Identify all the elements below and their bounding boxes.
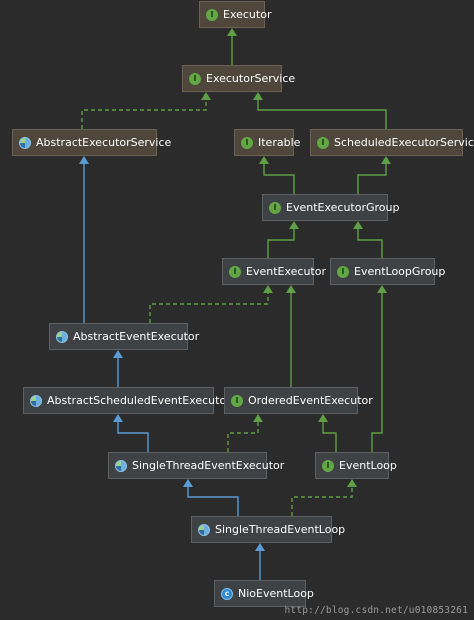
node-label: EventExecutorGroup xyxy=(286,201,400,214)
abstract-class-icon xyxy=(30,394,42,407)
node-executor[interactable]: I Executor xyxy=(199,1,271,28)
interface-icon: I xyxy=(189,72,201,85)
edge-single_thread_event_loop-to-event_loop xyxy=(291,486,353,516)
arrowhead-event_loop-to-event_loop_group xyxy=(377,285,387,293)
node-single-thread-event-loop[interactable]: SingleThreadEventLoop xyxy=(191,516,345,543)
interface-icon: I xyxy=(206,8,218,21)
node-single-thread-event-executor[interactable]: SingleThreadEventExecutor xyxy=(108,452,284,479)
arrowhead-executor_service-to-executor xyxy=(227,28,237,36)
node-event-loop-group[interactable]: I EventLoopGroup xyxy=(330,258,445,285)
node-abstract-scheduled-event-executor[interactable]: AbstractScheduledEventExecutor xyxy=(23,387,231,414)
node-nio-event-loop[interactable]: c NioEventLoop xyxy=(214,580,314,607)
arrowhead-single_thread_event_loop-to-event_loop xyxy=(347,479,357,487)
node-ordered-event-executor[interactable]: I OrderedEventExecutor xyxy=(224,387,373,414)
interface-icon: I xyxy=(322,459,334,472)
node-event-loop[interactable]: I EventLoop xyxy=(315,452,397,479)
edge-event_loop_group-to-event_executor_group xyxy=(357,228,383,258)
interface-icon: I xyxy=(269,201,281,214)
class-icon: c xyxy=(221,587,233,600)
abstract-class-icon xyxy=(115,459,127,472)
edge-event_loop-to-event_loop_group xyxy=(371,292,383,452)
node-label: EventLoop xyxy=(339,459,397,472)
arrowhead-single_thread_event_executor-to-abstract_scheduled_event_executor xyxy=(113,414,123,422)
node-label: Iterable xyxy=(258,136,301,149)
node-label: AbstractEventExecutor xyxy=(73,330,200,343)
arrowhead-single_thread_event_executor-to-ordered_event_executor xyxy=(253,414,263,422)
arrowhead-event_loop-to-ordered_event_executor xyxy=(318,414,328,422)
arrowhead-abstract_executor_service-to-executor_service xyxy=(201,92,211,100)
node-label: SingleThreadEventLoop xyxy=(215,523,346,536)
interface-icon: I xyxy=(337,265,349,278)
edge-abstract_executor_service-to-executor_service xyxy=(81,99,207,129)
node-label: NioEventLoop xyxy=(238,587,314,600)
arrowhead-event_executor_group-to-iterable xyxy=(259,156,269,164)
interface-icon: I xyxy=(229,265,241,278)
edge-single_thread_event_executor-to-ordered_event_executor xyxy=(227,421,259,452)
arrowhead-abstract_event_executor-to-event_executor xyxy=(263,285,273,293)
node-label: EventLoopGroup xyxy=(354,265,446,278)
node-label: AbstractScheduledEventExecutor xyxy=(47,394,231,407)
arrowhead-scheduled_executor_service-to-executor_service xyxy=(253,92,263,100)
arrowhead-abstract_event_executor-to-abstract_executor_service xyxy=(79,156,89,164)
edge-event_executor_group-to-iterable xyxy=(263,163,295,194)
node-scheduled-executor-service[interactable]: I ScheduledExecutorService xyxy=(310,129,474,156)
interface-icon: I xyxy=(317,136,329,149)
edge-single_thread_event_executor-to-abstract_scheduled_event_executor xyxy=(117,421,149,452)
arrowhead-event_executor-to-event_executor_group xyxy=(289,221,299,229)
node-abstract-executor-service[interactable]: AbstractExecutorService xyxy=(12,129,171,156)
node-label: ExecutorService xyxy=(206,72,296,85)
node-label: SingleThreadEventExecutor xyxy=(132,459,285,472)
arrowhead-ordered_event_executor-to-event_executor xyxy=(286,285,296,293)
node-label: Executor xyxy=(223,8,272,21)
arrowhead-nio_event_loop-to-single_thread_event_loop xyxy=(255,543,265,551)
arrowhead-event_loop_group-to-event_executor_group xyxy=(353,221,363,229)
node-event-executor[interactable]: I EventExecutor xyxy=(222,258,326,285)
arrowhead-event_executor_group-to-scheduled_executor_service xyxy=(381,156,391,164)
edge-abstract_event_executor-to-event_executor xyxy=(149,292,269,323)
abstract-class-icon xyxy=(19,136,31,149)
node-iterable[interactable]: I Iterable xyxy=(234,129,300,156)
edge-event_loop-to-ordered_event_executor xyxy=(322,421,337,452)
node-label: ScheduledExecutorService xyxy=(334,136,474,149)
node-label: EventExecutor xyxy=(246,265,326,278)
node-event-executor-group[interactable]: I EventExecutorGroup xyxy=(262,194,399,221)
arrowhead-abstract_scheduled_event_executor-to-abstract_event_executor xyxy=(113,350,123,358)
arrowhead-single_thread_event_loop-to-single_thread_event_executor xyxy=(183,479,193,487)
abstract-class-icon xyxy=(56,330,68,343)
abstract-class-icon xyxy=(198,523,210,536)
interface-icon: I xyxy=(231,394,243,407)
edge-event_executor_group-to-scheduled_executor_service xyxy=(357,163,387,194)
watermark: http://blog.csdn.net/u010853261 xyxy=(284,605,468,616)
node-abstract-event-executor[interactable]: AbstractEventExecutor xyxy=(49,323,199,350)
edge-event_executor-to-event_executor_group xyxy=(267,228,295,258)
node-label: AbstractExecutorService xyxy=(36,136,172,149)
node-executor-service[interactable]: I ExecutorService xyxy=(182,65,295,92)
node-label: OrderedEventExecutor xyxy=(248,394,373,407)
edge-single_thread_event_loop-to-single_thread_event_executor xyxy=(187,486,239,516)
interface-icon: I xyxy=(241,136,253,149)
edge-scheduled_executor_service-to-executor_service xyxy=(257,99,387,129)
